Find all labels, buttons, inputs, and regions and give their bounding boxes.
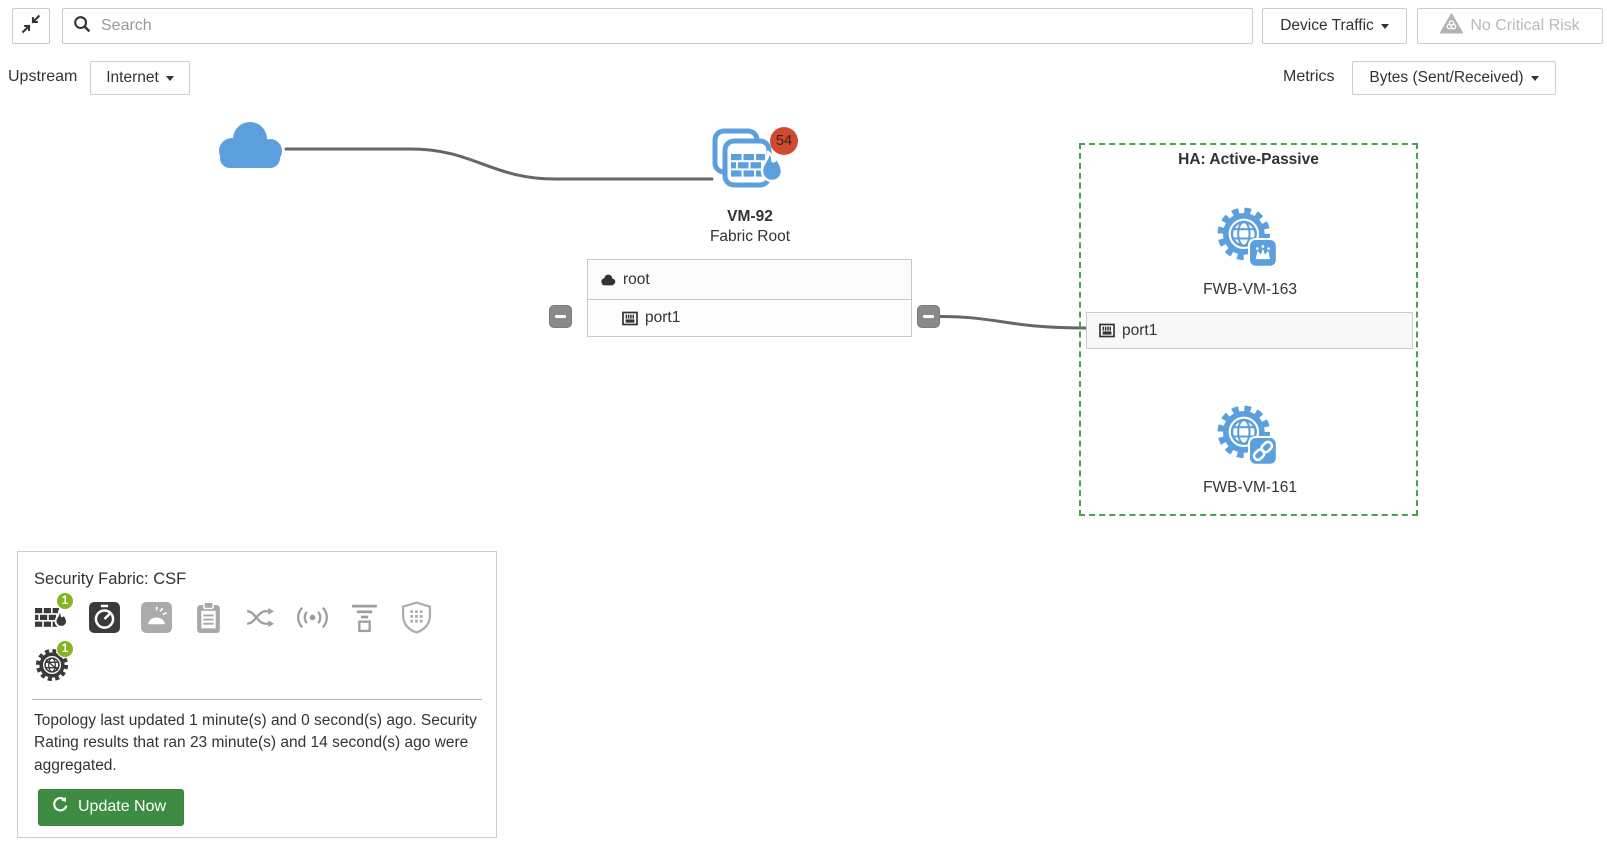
- critical-risk-button[interactable]: No Critical Risk: [1417, 8, 1603, 44]
- ethernet-port-icon: [622, 311, 638, 325]
- fortigate-count-badge: 1: [56, 592, 74, 610]
- fortiweb-count-badge: 1: [56, 640, 74, 658]
- metrics-dropdown[interactable]: Bytes (Sent/Received): [1352, 61, 1556, 95]
- upstream-label: Upstream: [8, 68, 78, 85]
- collapse-button[interactable]: [12, 8, 50, 44]
- fabric-root-name: VM-92: [727, 208, 773, 225]
- update-now-label: Update Now: [78, 798, 167, 816]
- metrics-label: Metrics: [1283, 68, 1335, 85]
- topology-status-text: Topology last updated 1 minute(s) and 0 …: [34, 712, 477, 774]
- firewall-icon: [712, 128, 784, 188]
- fabric-root-role: Fabric Root: [709, 228, 791, 245]
- fortianalyzer-icon[interactable]: [86, 599, 122, 635]
- search-icon: [73, 15, 91, 38]
- vulnerability-count-badge: 54: [770, 127, 798, 155]
- metrics-value: Bytes (Sent/Received): [1369, 69, 1524, 86]
- collapse-icon: [21, 14, 41, 39]
- fortisandbox-icon[interactable]: [138, 599, 174, 635]
- ha-group-box: HA: Active-Passive FWB-VM-163: [1079, 143, 1418, 516]
- fortiweb-primary-node[interactable]: [1215, 205, 1283, 278]
- chevron-down-icon: [1530, 75, 1539, 81]
- upstream-value: Internet: [106, 69, 159, 86]
- ethernet-port-icon: [1099, 323, 1115, 338]
- fortiweb-primary-icon: [1217, 207, 1278, 268]
- fabric-panel-title: Security Fabric: CSF: [34, 570, 187, 588]
- panel-divider: [32, 699, 482, 700]
- update-now-button[interactable]: Update Now: [38, 789, 185, 827]
- collapse-port-button-right[interactable]: [917, 305, 940, 328]
- fabric-device-icons-row-2: 1: [34, 640, 482, 683]
- internet-cloud-node[interactable]: [212, 118, 288, 179]
- collapse-port-button-left[interactable]: [549, 305, 572, 328]
- fortigate-fabric-icon[interactable]: 1: [34, 592, 74, 635]
- ha-group-title: HA: Active-Passive: [1178, 151, 1319, 168]
- shuffle-icon[interactable]: [242, 599, 278, 635]
- clipboard-icon[interactable]: [190, 599, 226, 635]
- chevron-down-icon: [165, 75, 174, 81]
- ha-port-row-port1[interactable]: port1: [1086, 312, 1413, 349]
- vdom-name: root: [623, 270, 650, 288]
- security-fabric-panel: Security Fabric: CSF 1: [17, 551, 497, 838]
- upstream-dropdown[interactable]: Internet: [90, 61, 190, 95]
- fortiweb-primary-name: FWB-VM-163: [1203, 281, 1297, 298]
- search-input[interactable]: [99, 16, 1242, 36]
- port-name: port1: [645, 309, 681, 326]
- ha-port-name: port1: [1122, 321, 1158, 339]
- fortiweb-fabric-icon[interactable]: 1: [34, 640, 74, 683]
- fortiweb-secondary-name: FWB-VM-161: [1203, 479, 1297, 496]
- fortiweb-secondary-icon: [1217, 405, 1278, 466]
- device-traffic-dropdown[interactable]: Device Traffic: [1262, 8, 1407, 44]
- minus-icon: [555, 314, 566, 319]
- device-traffic-label: Device Traffic: [1280, 17, 1374, 34]
- vdom-cloud-icon: [601, 274, 616, 285]
- cloud-icon: [219, 122, 282, 168]
- port-row-port1[interactable]: port1: [588, 299, 911, 336]
- link-glyph: [1252, 440, 1274, 462]
- search-input-container: [62, 8, 1253, 44]
- refresh-icon: [52, 796, 69, 818]
- wireless-broadcast-icon[interactable]: [294, 599, 330, 635]
- chevron-down-icon: [1380, 23, 1389, 29]
- fabric-device-icons-row: 1: [34, 592, 482, 635]
- link-fabric-root-to-ha: [938, 315, 1088, 330]
- vdom-row-root[interactable]: root: [588, 260, 911, 299]
- biohazard-warning-icon: [1440, 13, 1464, 39]
- fabric-root-node[interactable]: [712, 128, 786, 201]
- minus-icon: [923, 314, 934, 319]
- fortiextender-icon[interactable]: [346, 599, 382, 635]
- vdom-port-table: root port1: [587, 259, 912, 337]
- fortiweb-secondary-node[interactable]: [1215, 403, 1283, 476]
- crown-glyph: [1255, 248, 1271, 260]
- critical-risk-label: No Critical Risk: [1470, 17, 1580, 34]
- shield-icon[interactable]: [398, 599, 434, 635]
- link-internet-to-fabric-root: [284, 147, 714, 181]
